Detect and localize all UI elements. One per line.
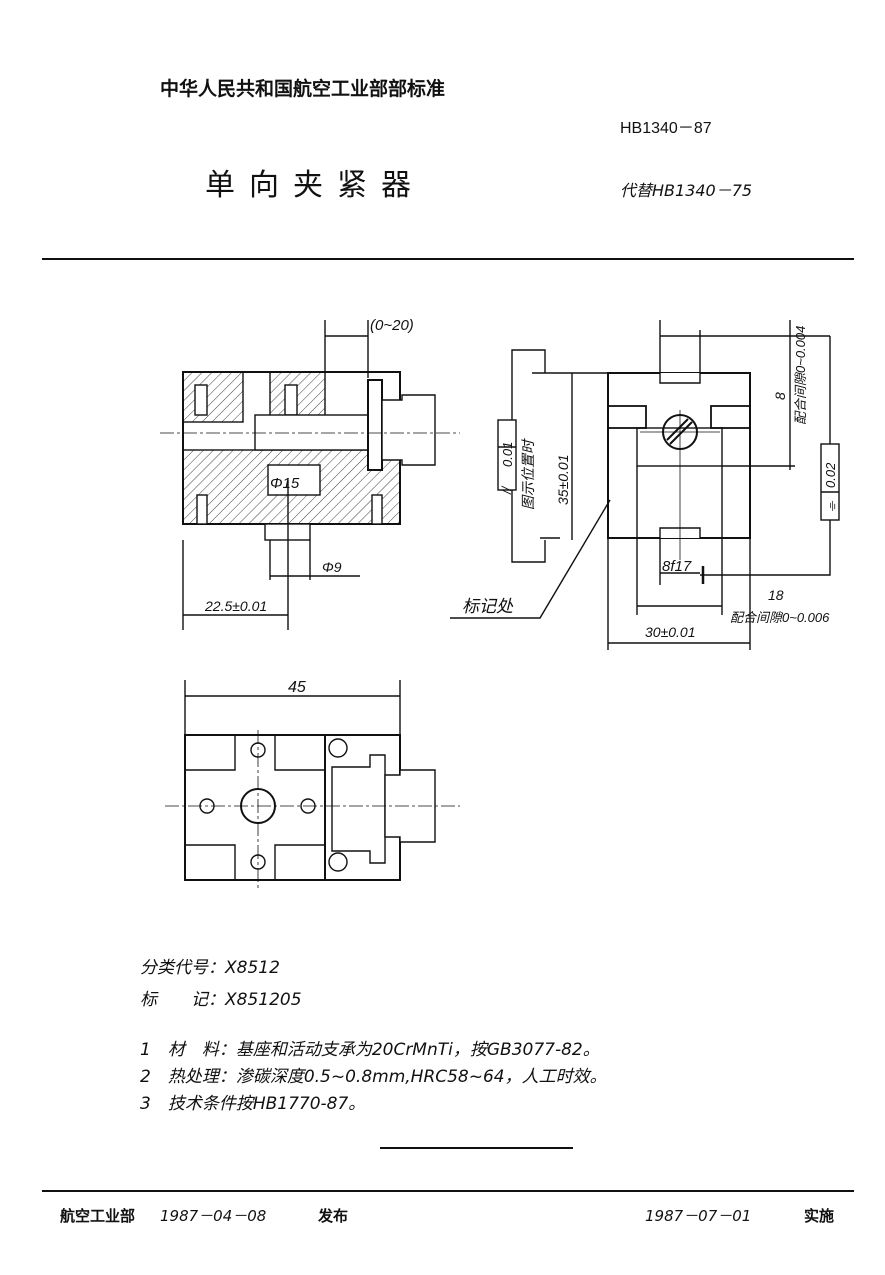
marking-label: 标 记：: [140, 990, 225, 1010]
note-1: 1 材 料：基座和活动支承为20CrMnTi，按GB3077-82。: [140, 1040, 600, 1060]
symmetry-tolerance: 0.02: [823, 462, 838, 488]
issuer: 航空工业部: [60, 1207, 136, 1225]
replaces-standard: 代替HB1340－75: [620, 181, 753, 200]
classification-code-label: 分类代号：: [140, 958, 225, 978]
classification-code-value: X8512: [225, 958, 280, 978]
note-3: 3 技术条件按HB1770-87。: [140, 1094, 366, 1114]
height-dim: 35±0.01: [555, 454, 571, 505]
marking: 标 记：X851205: [140, 985, 302, 1010]
stroke-range-dim: (0~20): [370, 317, 414, 334]
organization: 中华人民共和国航空工业部部标准: [160, 78, 446, 100]
side-view: [497, 320, 840, 650]
offset-dim: 22.5±0.01: [204, 598, 267, 614]
bore-diameter-dim: Φ15: [270, 475, 300, 492]
fit-clearance-bottom: 配合间隙0~0.006: [730, 610, 830, 625]
slot-width-top-dim: 8: [772, 392, 788, 400]
effective-label: 实施: [804, 1207, 835, 1225]
symmetry-symbol: ⌯: [824, 500, 839, 512]
note-2: 2 热处理：渗碳深度0.5~0.8mm,HRC58~64，人工时效。: [140, 1067, 607, 1087]
issue-date: 1987－04－08: [160, 1207, 267, 1225]
slot-fit-dim: 8f17: [662, 558, 692, 575]
footer-divider: [42, 1190, 854, 1192]
classification-code: 分类代号：X8512: [140, 953, 280, 978]
header-divider: [42, 258, 854, 260]
top-view: [165, 680, 460, 890]
slot-width-bottom-dim: 18: [768, 587, 784, 603]
parallelism-symbol: //: [499, 485, 514, 495]
length-dim: 45: [288, 679, 306, 696]
effective-date: 1987－07－01: [645, 1207, 752, 1225]
parallelism-tolerance: 0.01: [500, 442, 515, 467]
fit-clearance-top: 配合间隙0~0.004: [793, 326, 808, 425]
hole-diameter-dim: Φ9: [322, 559, 342, 575]
mark-location-label: 标记处: [462, 597, 514, 616]
issue-label: 发布: [318, 1207, 349, 1225]
marking-value: X851205: [225, 990, 302, 1010]
standard-code: HB1340－87: [620, 120, 712, 137]
end-line: [380, 1147, 573, 1149]
document-title: 单向夹紧器: [205, 168, 425, 203]
width-dim: 30±0.01: [645, 624, 696, 640]
front-section-view: [160, 320, 611, 630]
position-note: 图示位置时: [520, 438, 536, 510]
